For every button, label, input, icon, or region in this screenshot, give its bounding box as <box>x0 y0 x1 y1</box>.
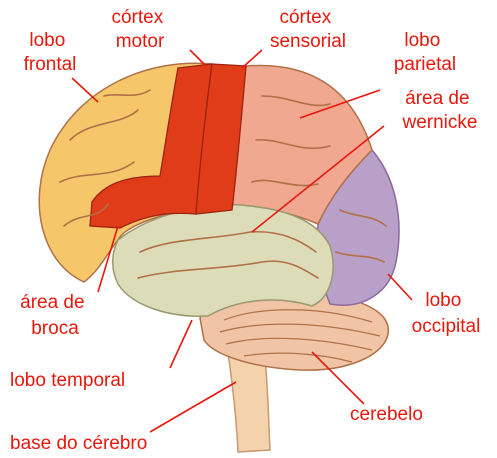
leader-frontal <box>72 78 98 102</box>
label-sensory-cortex: córtex sensorial <box>270 7 346 52</box>
leader-temporal <box>170 320 192 368</box>
label-motor-cortex: córtex motor <box>111 7 168 52</box>
label-temporal: lobo temporal <box>10 370 125 391</box>
label-frontal: lobo frontal <box>24 30 77 75</box>
label-occipital: lobo occipital <box>412 290 481 337</box>
label-wernicke: área de wernicke <box>402 88 478 133</box>
label-brainstem: base do cérebro <box>10 433 147 454</box>
label-parietal: lobo parietal <box>394 30 456 75</box>
label-broca: área de broca <box>20 292 90 339</box>
leader-occipital <box>388 274 412 300</box>
leader-brainstem <box>150 382 236 432</box>
label-cerebellum: cerebelo <box>350 404 423 425</box>
